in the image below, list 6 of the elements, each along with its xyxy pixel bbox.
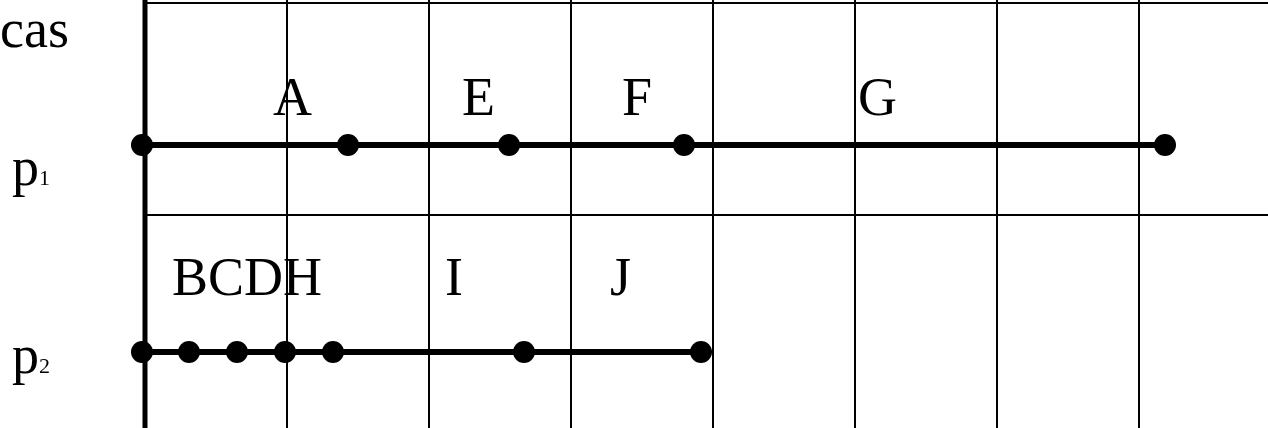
task-label: G: [858, 70, 897, 124]
task-label: E: [462, 70, 495, 124]
task-label: F: [622, 70, 653, 124]
task-label: J: [610, 250, 631, 304]
axis-label: cas: [0, 2, 69, 56]
task-label: I: [445, 250, 463, 304]
